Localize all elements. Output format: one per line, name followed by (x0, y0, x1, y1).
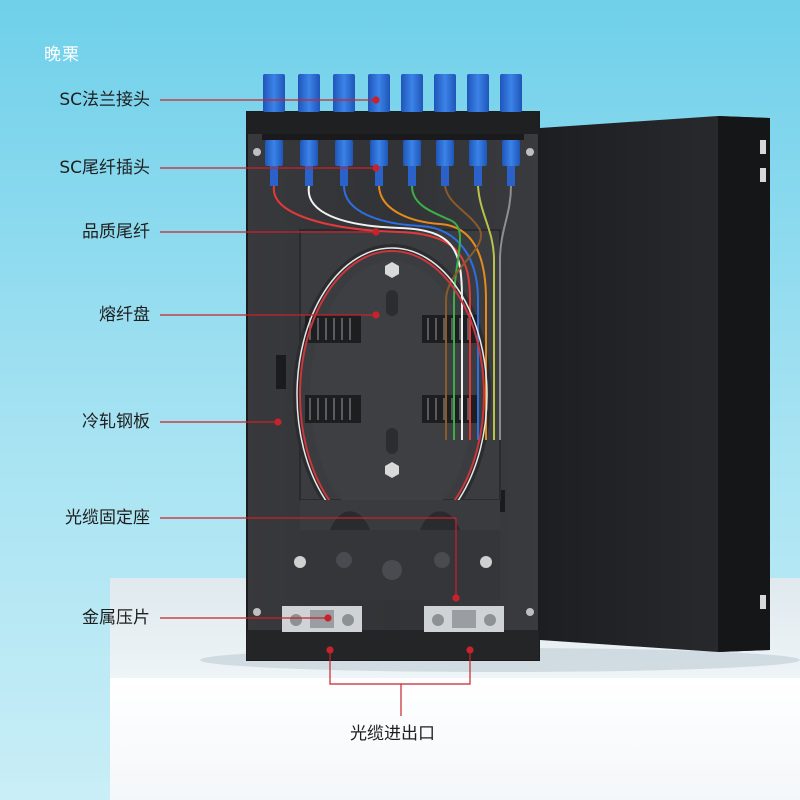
pedestal-front (110, 678, 800, 800)
splice-tray (293, 229, 501, 546)
label-cold-rolled-steel: 冷轧钢板 (82, 412, 150, 432)
label-metal-clamp: 金属压片 (82, 608, 150, 628)
label-quality-pigtail: 品质尾纤 (82, 222, 150, 242)
label-cable-fixing-seat: 光缆固定座 (65, 508, 150, 528)
leader-lines (160, 96, 474, 716)
label-cable-entry-exit: 光缆进出口 (350, 724, 435, 744)
pigtail-fibers (272, 185, 512, 543)
label-splice-tray: 熔纤盘 (99, 305, 150, 325)
label-sc-pigtail-plug: SC尾纤插头 (59, 158, 150, 178)
sc-pigtail-plug-row (262, 134, 524, 186)
open-door (540, 116, 770, 652)
metal-clamps (282, 606, 504, 632)
sc-flange-row (263, 74, 522, 112)
label-sc-flange: SC法兰接头 (59, 90, 150, 110)
cable-fixing-seat (294, 500, 500, 600)
watermark: 晚栗 (44, 45, 80, 65)
